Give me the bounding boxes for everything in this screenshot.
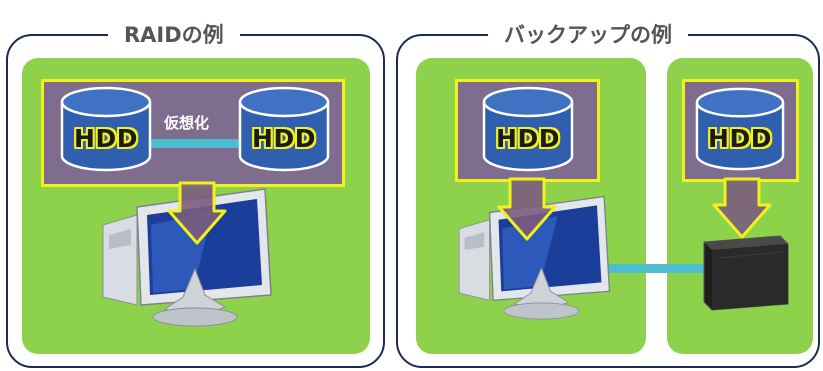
raid-hdd-1: HDD xyxy=(60,86,152,172)
backup-example-frame: バックアップの例 xyxy=(396,22,820,368)
raid-example-title: RAIDの例 xyxy=(108,22,240,48)
raid-hdd-2: HDD xyxy=(238,86,330,172)
database-cylinder-icon xyxy=(60,86,152,172)
raid-virtualization-link xyxy=(148,139,244,148)
raid-hdd-1-label: HDD xyxy=(74,124,138,153)
down-arrow-icon xyxy=(167,181,227,245)
down-arrow-icon xyxy=(712,177,772,239)
backup-cable xyxy=(600,264,706,273)
raid-hdd-2-label: HDD xyxy=(252,124,316,153)
backup-pc-hdd: HDD xyxy=(482,86,574,172)
database-cylinder-icon xyxy=(695,87,785,171)
down-arrow-icon xyxy=(497,177,557,241)
raid-virtualization-label: 仮想化 xyxy=(164,114,210,132)
backup-pc-hdd-label: HDD xyxy=(496,124,560,153)
database-cylinder-icon xyxy=(482,86,574,172)
backup-external-hdd-label: HDD xyxy=(708,124,772,153)
raid-example-frame: RAIDの例 xyxy=(6,22,385,368)
database-cylinder-icon xyxy=(238,86,330,172)
backup-external-hdd: HDD xyxy=(695,86,785,172)
desktop-pc-icon xyxy=(102,188,272,327)
external-drive-icon xyxy=(703,235,789,311)
backup-example-title: バックアップの例 xyxy=(488,22,688,48)
